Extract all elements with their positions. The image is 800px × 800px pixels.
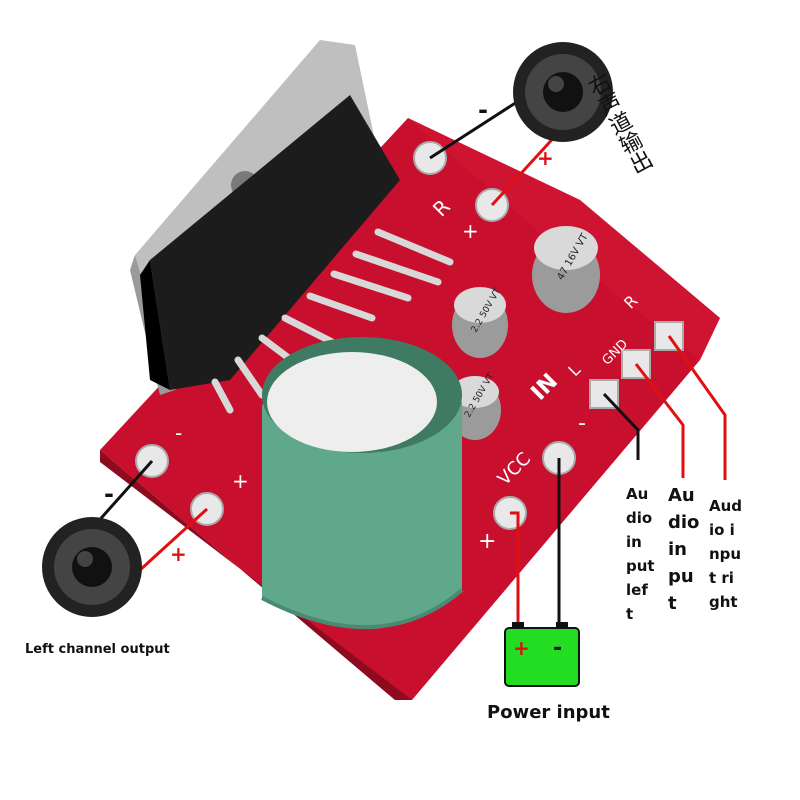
audio-right-line: t ri: [709, 569, 734, 587]
audio-gnd-line: pu: [668, 566, 694, 587]
audio-right-line: io i: [709, 521, 735, 539]
audio-input-gnd-label: Au dio in pu t: [668, 482, 699, 617]
audio-left-line: lef: [626, 581, 648, 599]
silk-left-minus: -: [175, 421, 182, 445]
battery-minus: -: [553, 636, 562, 661]
left-channel-output-label: Left channel output: [25, 642, 170, 657]
audio-right-line: Aud: [709, 497, 743, 515]
left-speaker-plus: +: [170, 542, 187, 566]
right-speaker-plus: +: [537, 146, 554, 170]
left-speaker-minus: -: [104, 480, 114, 508]
big-capacitor: [261, 337, 464, 629]
audio-gnd-line: in: [668, 539, 687, 560]
audio-left-line: in: [626, 533, 642, 551]
audio-gnd-line: Au: [668, 485, 695, 506]
audio-left-line: dio: [626, 509, 653, 527]
audio-right-line: ght: [709, 593, 738, 611]
silk-vcc-minus: -: [578, 411, 586, 436]
audio-right-line: npu: [709, 545, 742, 563]
audio-input-right-label: Aud io i npu t ri ght: [709, 494, 742, 614]
battery-icon: [504, 622, 580, 687]
audio-gnd-line: dio: [668, 512, 700, 533]
audio-gnd-line: t: [668, 593, 677, 614]
silk-right-plus: +: [462, 219, 479, 243]
speaker-icon: [42, 517, 142, 617]
audio-left-line: t: [626, 605, 634, 623]
audio-left-line: Au: [626, 485, 649, 503]
wires: [93, 98, 727, 625]
audio-left-line: put: [626, 557, 655, 575]
silk-vcc-plus: +: [478, 529, 496, 554]
speaker-icon: [513, 42, 613, 142]
amplifier-ic: [130, 40, 454, 414]
battery-plus: +: [513, 636, 530, 660]
audio-input-left-label: Au dio in put lef t: [626, 482, 655, 626]
power-input-label: Power input: [487, 702, 610, 723]
right-speaker-minus: -: [478, 96, 488, 124]
silk-left-plus: +: [232, 469, 249, 493]
